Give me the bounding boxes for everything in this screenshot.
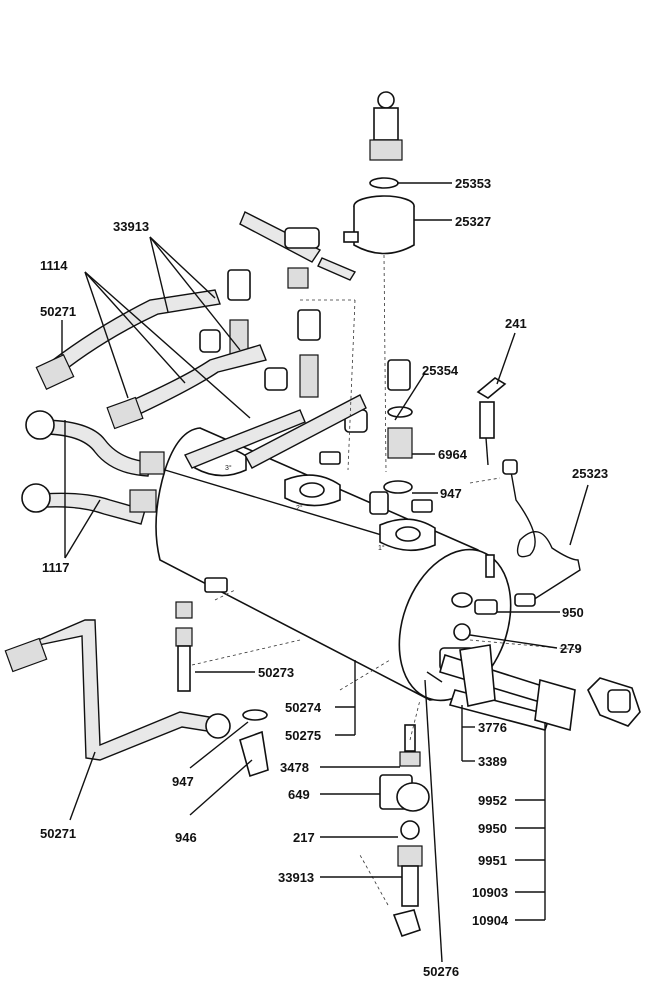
label-3389: 3389 [478, 754, 507, 769]
label-50274: 50274 [285, 700, 322, 715]
label-3776: 3776 [478, 720, 507, 735]
part-labels: 25353 25327 33913 1114 50271 241 25354 6… [40, 176, 608, 979]
label-947-top: 947 [440, 486, 462, 501]
label-50271-bottom: 50271 [40, 826, 76, 841]
label-25327: 25327 [455, 214, 491, 229]
label-50271-top: 50271 [40, 304, 76, 319]
label-10904: 10904 [472, 913, 509, 928]
label-6964: 6964 [438, 447, 468, 462]
solenoid-valve-assembly [379, 724, 430, 938]
label-25353: 25353 [455, 176, 491, 191]
label-9952: 9952 [478, 793, 507, 808]
label-33913-top: 33913 [113, 219, 149, 234]
label-25323: 25323 [572, 466, 608, 481]
label-649: 649 [288, 787, 310, 802]
label-241: 241 [505, 316, 527, 331]
label-1114: 1114 [40, 258, 68, 273]
label-50273: 50273 [258, 665, 294, 680]
hoses [4, 289, 367, 778]
label-279: 279 [560, 641, 582, 656]
label-10903: 10903 [472, 885, 508, 900]
label-3478: 3478 [280, 760, 309, 775]
port-mark-3: 3° [225, 464, 232, 472]
label-50275: 50275 [285, 728, 321, 743]
leader-lines [61, 182, 589, 963]
right-components [439, 377, 641, 732]
port-mark-1: 1° [378, 544, 385, 552]
label-50276: 50276 [423, 964, 459, 979]
label-947-bottom: 947 [172, 774, 194, 789]
label-217: 217 [293, 830, 315, 845]
label-9950: 9950 [478, 821, 507, 836]
label-33913-bottom: 33913 [278, 870, 314, 885]
label-25354: 25354 [422, 363, 459, 378]
safety-valve [343, 91, 415, 255]
label-950: 950 [562, 605, 584, 620]
label-1117: 1117 [42, 560, 70, 575]
label-9951: 9951 [478, 853, 507, 868]
manifold-parts [199, 211, 413, 494]
port-mark-2: 2° [296, 504, 303, 512]
assembly-guides [191, 254, 581, 906]
label-946: 946 [175, 830, 197, 845]
boiler-tank: 1° 2° 3° [155, 427, 512, 702]
